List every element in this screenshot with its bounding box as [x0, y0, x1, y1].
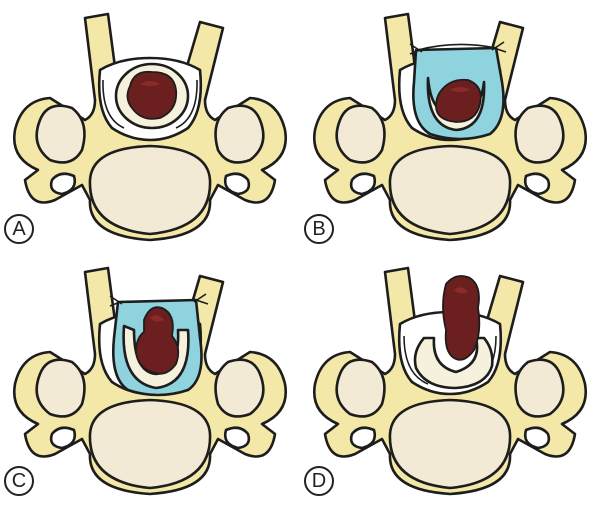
panel-label-c: C: [4, 466, 34, 496]
panel-d: D: [300, 254, 599, 508]
vertebra-illustration-a: [0, 0, 300, 254]
panel-a: A: [0, 0, 300, 254]
vertebra-illustration-b: [300, 0, 599, 254]
vertebra-illustration-c: [0, 254, 300, 508]
panel-label-b: B: [304, 214, 334, 244]
spinal-cord: [127, 72, 176, 119]
panel-b: B: [300, 0, 599, 254]
vertebra-illustration-d: [300, 254, 599, 508]
panel-c: C: [0, 254, 300, 508]
panel-label-d: D: [304, 466, 334, 496]
panel-label-a: A: [4, 214, 34, 244]
